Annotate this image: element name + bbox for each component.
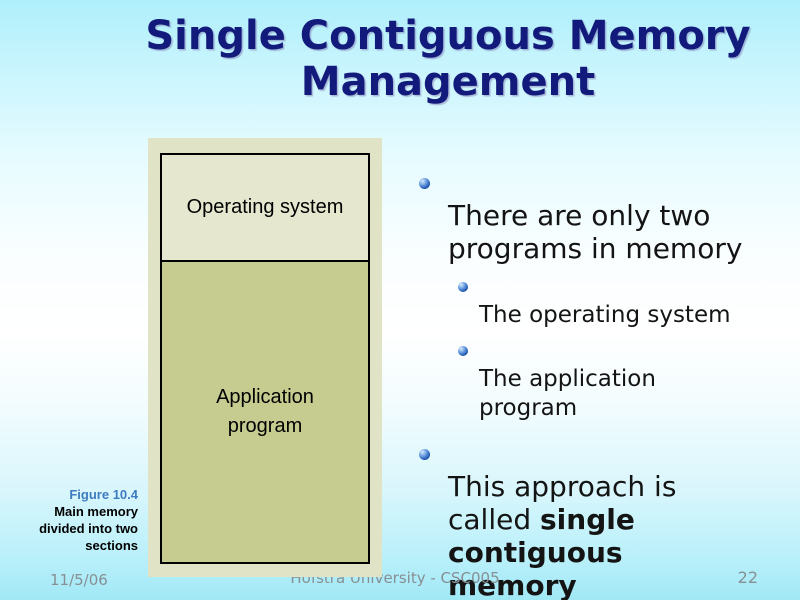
bullet-item-2: This approach is called single contiguou… [410, 437, 778, 600]
bullet-content: There are only two programs in memory Th… [410, 166, 778, 600]
sub-bullet-2-text: The application program [479, 366, 656, 421]
figure-caption-line: sections [85, 538, 138, 553]
memory-figure: Operating system Application program [148, 138, 382, 577]
bullet-sphere-icon [419, 178, 430, 189]
slide-title-line1: Single Contiguous Memory [145, 13, 751, 59]
bullet-item-2-text-bold: single contiguous memory management [448, 503, 635, 600]
sub-bullet-2: The application program [410, 336, 778, 423]
figure-caption: Figure 10.4 Main memory divided into two… [16, 486, 138, 554]
sub-bullet-1: The operating system [410, 272, 778, 330]
bullet-item-2-text-normal: This approach is called [448, 470, 677, 536]
os-section: Operating system [162, 155, 368, 262]
figure-caption-line: divided into two [39, 521, 138, 536]
bullet-item-1: There are only two programs in memory [410, 166, 778, 265]
footer-course-label: Hofstra University - CSC005 [290, 569, 500, 587]
slide-title-line2: Management [300, 59, 596, 105]
bullet-sphere-icon [458, 282, 468, 292]
app-section-label: Application program [216, 386, 314, 437]
footer-page-number: 22 [737, 568, 758, 587]
memory-box: Operating system Application program [160, 153, 370, 564]
bullet-sphere-icon [458, 346, 468, 356]
bullet-item-1-text: There are only two programs in memory [448, 199, 743, 265]
os-section-label: Operating system [186, 196, 344, 218]
figure-caption-label: Figure 10.4 [69, 487, 138, 502]
bullet-sphere-icon [419, 449, 430, 460]
footer-date: 11/5/06 [50, 571, 108, 589]
app-section: Application program [162, 262, 368, 562]
sub-bullet-1-text: The operating system [479, 302, 731, 328]
figure-caption-line: Main memory [54, 504, 138, 519]
sub-bullet-list: The operating system The application pro… [410, 272, 778, 423]
slide-title: Single Contiguous Memory Management [96, 13, 800, 105]
